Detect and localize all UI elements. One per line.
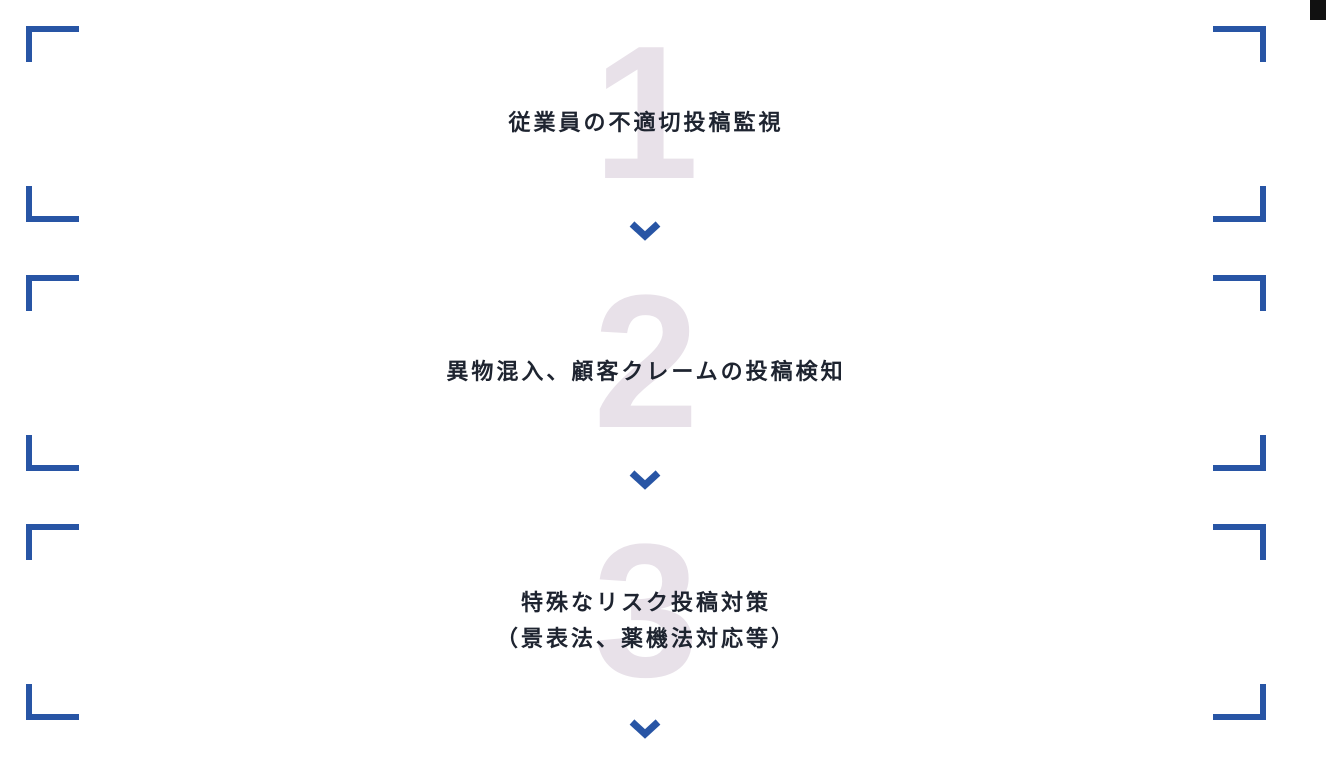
step-2: 2 異物混入、顧客クレームの投稿検知	[26, 256, 1266, 471]
step-label-line: 特殊なリスク投稿対策	[520, 591, 771, 616]
corner-top-left	[26, 26, 79, 62]
step-label-line: （景表法、薬機法対応等）	[495, 627, 796, 652]
corner-bottom-right	[1213, 684, 1266, 720]
step-label-line: 異物混入、顧客クレームの投稿検知	[446, 360, 846, 385]
corner-top-right	[1213, 26, 1266, 62]
chevron-down-icon	[628, 469, 662, 491]
step-number: 2	[593, 256, 699, 468]
step-label: 従業員の不適切投稿監視	[26, 106, 1266, 142]
step-number: 1	[593, 7, 699, 219]
step-number: 3	[593, 505, 699, 717]
step-label-line: 従業員の不適切投稿監視	[508, 111, 784, 136]
corner-top-right	[1213, 275, 1266, 311]
corner-bottom-left	[26, 186, 79, 222]
corner-top-left	[26, 275, 79, 311]
step-3: 3 特殊なリスク投稿対策 （景表法、薬機法対応等）	[26, 505, 1266, 720]
corner-bottom-left	[26, 684, 79, 720]
corner-top-left	[26, 524, 79, 560]
corner-bottom-left	[26, 435, 79, 471]
corner-top-right	[1213, 524, 1266, 560]
corner-bottom-right	[1213, 186, 1266, 222]
chevron-down-icon	[628, 718, 662, 740]
step-label: 特殊なリスク投稿対策 （景表法、薬機法対応等）	[26, 586, 1266, 658]
edge-mark	[1310, 0, 1326, 20]
chevron-down-icon	[628, 220, 662, 242]
step-1: 1 従業員の不適切投稿監視	[26, 7, 1266, 222]
corner-bottom-right	[1213, 435, 1266, 471]
step-label: 異物混入、顧客クレームの投稿検知	[26, 355, 1266, 391]
